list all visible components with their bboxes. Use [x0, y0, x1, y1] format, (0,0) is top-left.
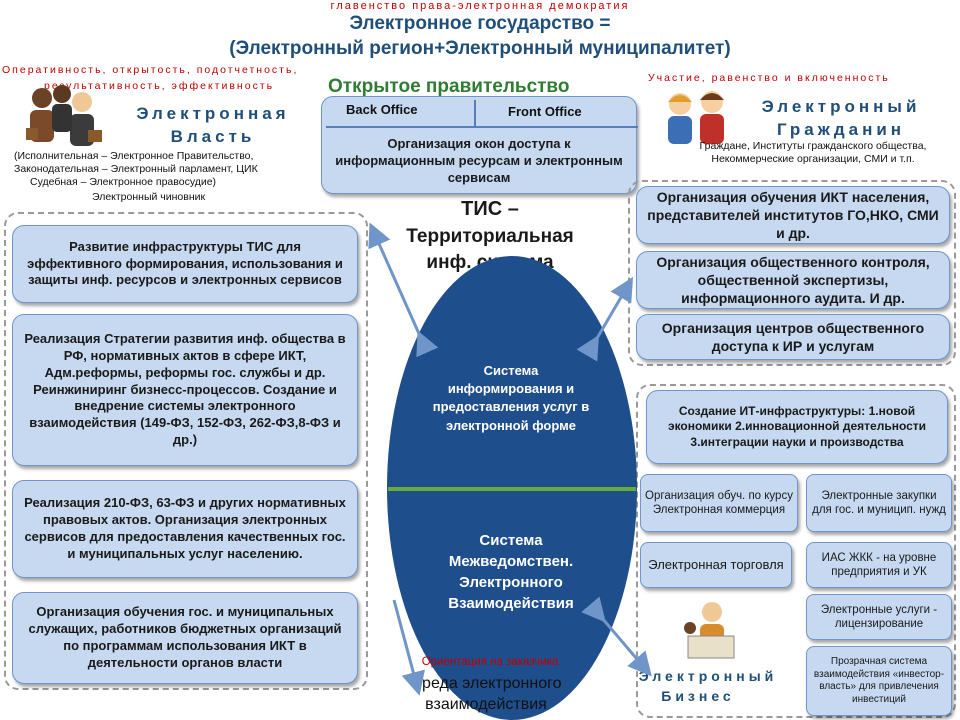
- business-group-frame: [636, 384, 956, 718]
- ellipse-bottom-text: Система Межведомствен. Электронного Взаи…: [448, 532, 574, 612]
- business-icon: [684, 602, 735, 659]
- left-box-210fz: Реализация 210-ФЗ, 63-ФЗ и других нормат…: [12, 480, 358, 578]
- power-desc-2: Законодательная – Электронный парламент,…: [14, 163, 258, 175]
- citizen-box-control: Организация общественного контроля, обще…: [636, 251, 950, 309]
- office-divider-h: [326, 126, 638, 128]
- business-box-trade: Электронная торговля: [640, 542, 792, 588]
- left-principles-2: результативность, эффективность: [44, 80, 275, 92]
- arrow-to-left-bottom: [392, 599, 425, 696]
- business-box-infra: Создание ИТ-инфраструктуры: 1.новой экон…: [646, 390, 948, 464]
- power-title-2: Власть: [170, 127, 256, 146]
- left-group-frame: [4, 212, 368, 690]
- title-line-2: (Электронный регион+Электронный муниципа…: [229, 38, 731, 59]
- back-office-label: Back Office: [346, 102, 418, 117]
- open-government-label: Открытое правительство: [328, 76, 570, 97]
- arrow-to-business: [581, 596, 652, 677]
- left-box-strategy: Реализация Стратегии развития инф. общес…: [12, 314, 358, 466]
- citizen-box-training: Организация обучения ИКТ населения, пред…: [636, 186, 950, 244]
- citizen-group-frame: [628, 180, 956, 366]
- office-box: Организация окон доступа к информационны…: [321, 96, 637, 194]
- citizen-title-2: Гражданин: [776, 120, 906, 139]
- front-office-label: Front Office: [508, 104, 582, 119]
- tis-title-1: ТИС –: [461, 198, 519, 220]
- office-text: Организация окон доступа к информационны…: [335, 136, 623, 186]
- left-principles-1: Оперативность, открытость, подотчетность…: [2, 64, 299, 76]
- citizen-desc-2: Некоммерческие организации, СМИ и т.п.: [711, 153, 915, 165]
- tis-title-2: Территориальная: [406, 226, 574, 247]
- business-box-invest: Прозрачная система взаимодействия «инвес…: [806, 646, 952, 716]
- business-box-ias: ИАС ЖКК - на уровне предприятия и УК: [806, 542, 952, 588]
- business-title-2: Бизнес: [661, 688, 735, 704]
- citizen-title-1: Электронный: [761, 97, 921, 116]
- ellipse-top-text: Система информирования и предоставления …: [432, 363, 590, 433]
- interaction-environment-label: Среда электронного взаимодействия: [410, 675, 562, 713]
- business-title-1: Электронный: [638, 668, 778, 684]
- business-box-licensing: Электронные услуги - лицензирование: [806, 594, 952, 640]
- citizen-desc-1: Граждане, Институты гражданского обществ…: [699, 140, 927, 152]
- business-box-procurement: Электронные закупки для гос. и муницип. …: [806, 474, 952, 532]
- citizens-icon: [668, 91, 724, 144]
- power-desc-3: Судебная – Электронное правосудие): [30, 176, 217, 188]
- left-box-infrastructure: Развитие инфраструктуры ТИС для эффектив…: [12, 225, 358, 303]
- right-principles: Участие, равенство и включенность: [648, 72, 890, 84]
- business-box-course: Организация обуч. по курсу Электронная к…: [640, 474, 798, 532]
- citizen-box-access: Организация центров общественного доступ…: [636, 314, 950, 360]
- arrow-to-left-top: [368, 222, 439, 358]
- customer-orientation-label: Ориентация на заказчика: [421, 656, 559, 668]
- power-title-1: Электронная: [136, 104, 290, 123]
- top-tagline: главенство права-электронная демократия: [330, 0, 630, 12]
- power-desc-4: Электронный чиновник: [92, 191, 206, 203]
- left-box-training: Организация обучения гос. и муниципальны…: [12, 592, 358, 684]
- ellipse-divider: [388, 487, 636, 491]
- officials-icon: [26, 85, 102, 146]
- power-desc-1: (Исполнительная – Электронное Правительс…: [14, 150, 254, 162]
- arrow-to-citizen: [576, 276, 634, 362]
- office-divider-v: [474, 100, 476, 126]
- title-line-1: Электронное государство =: [349, 13, 611, 34]
